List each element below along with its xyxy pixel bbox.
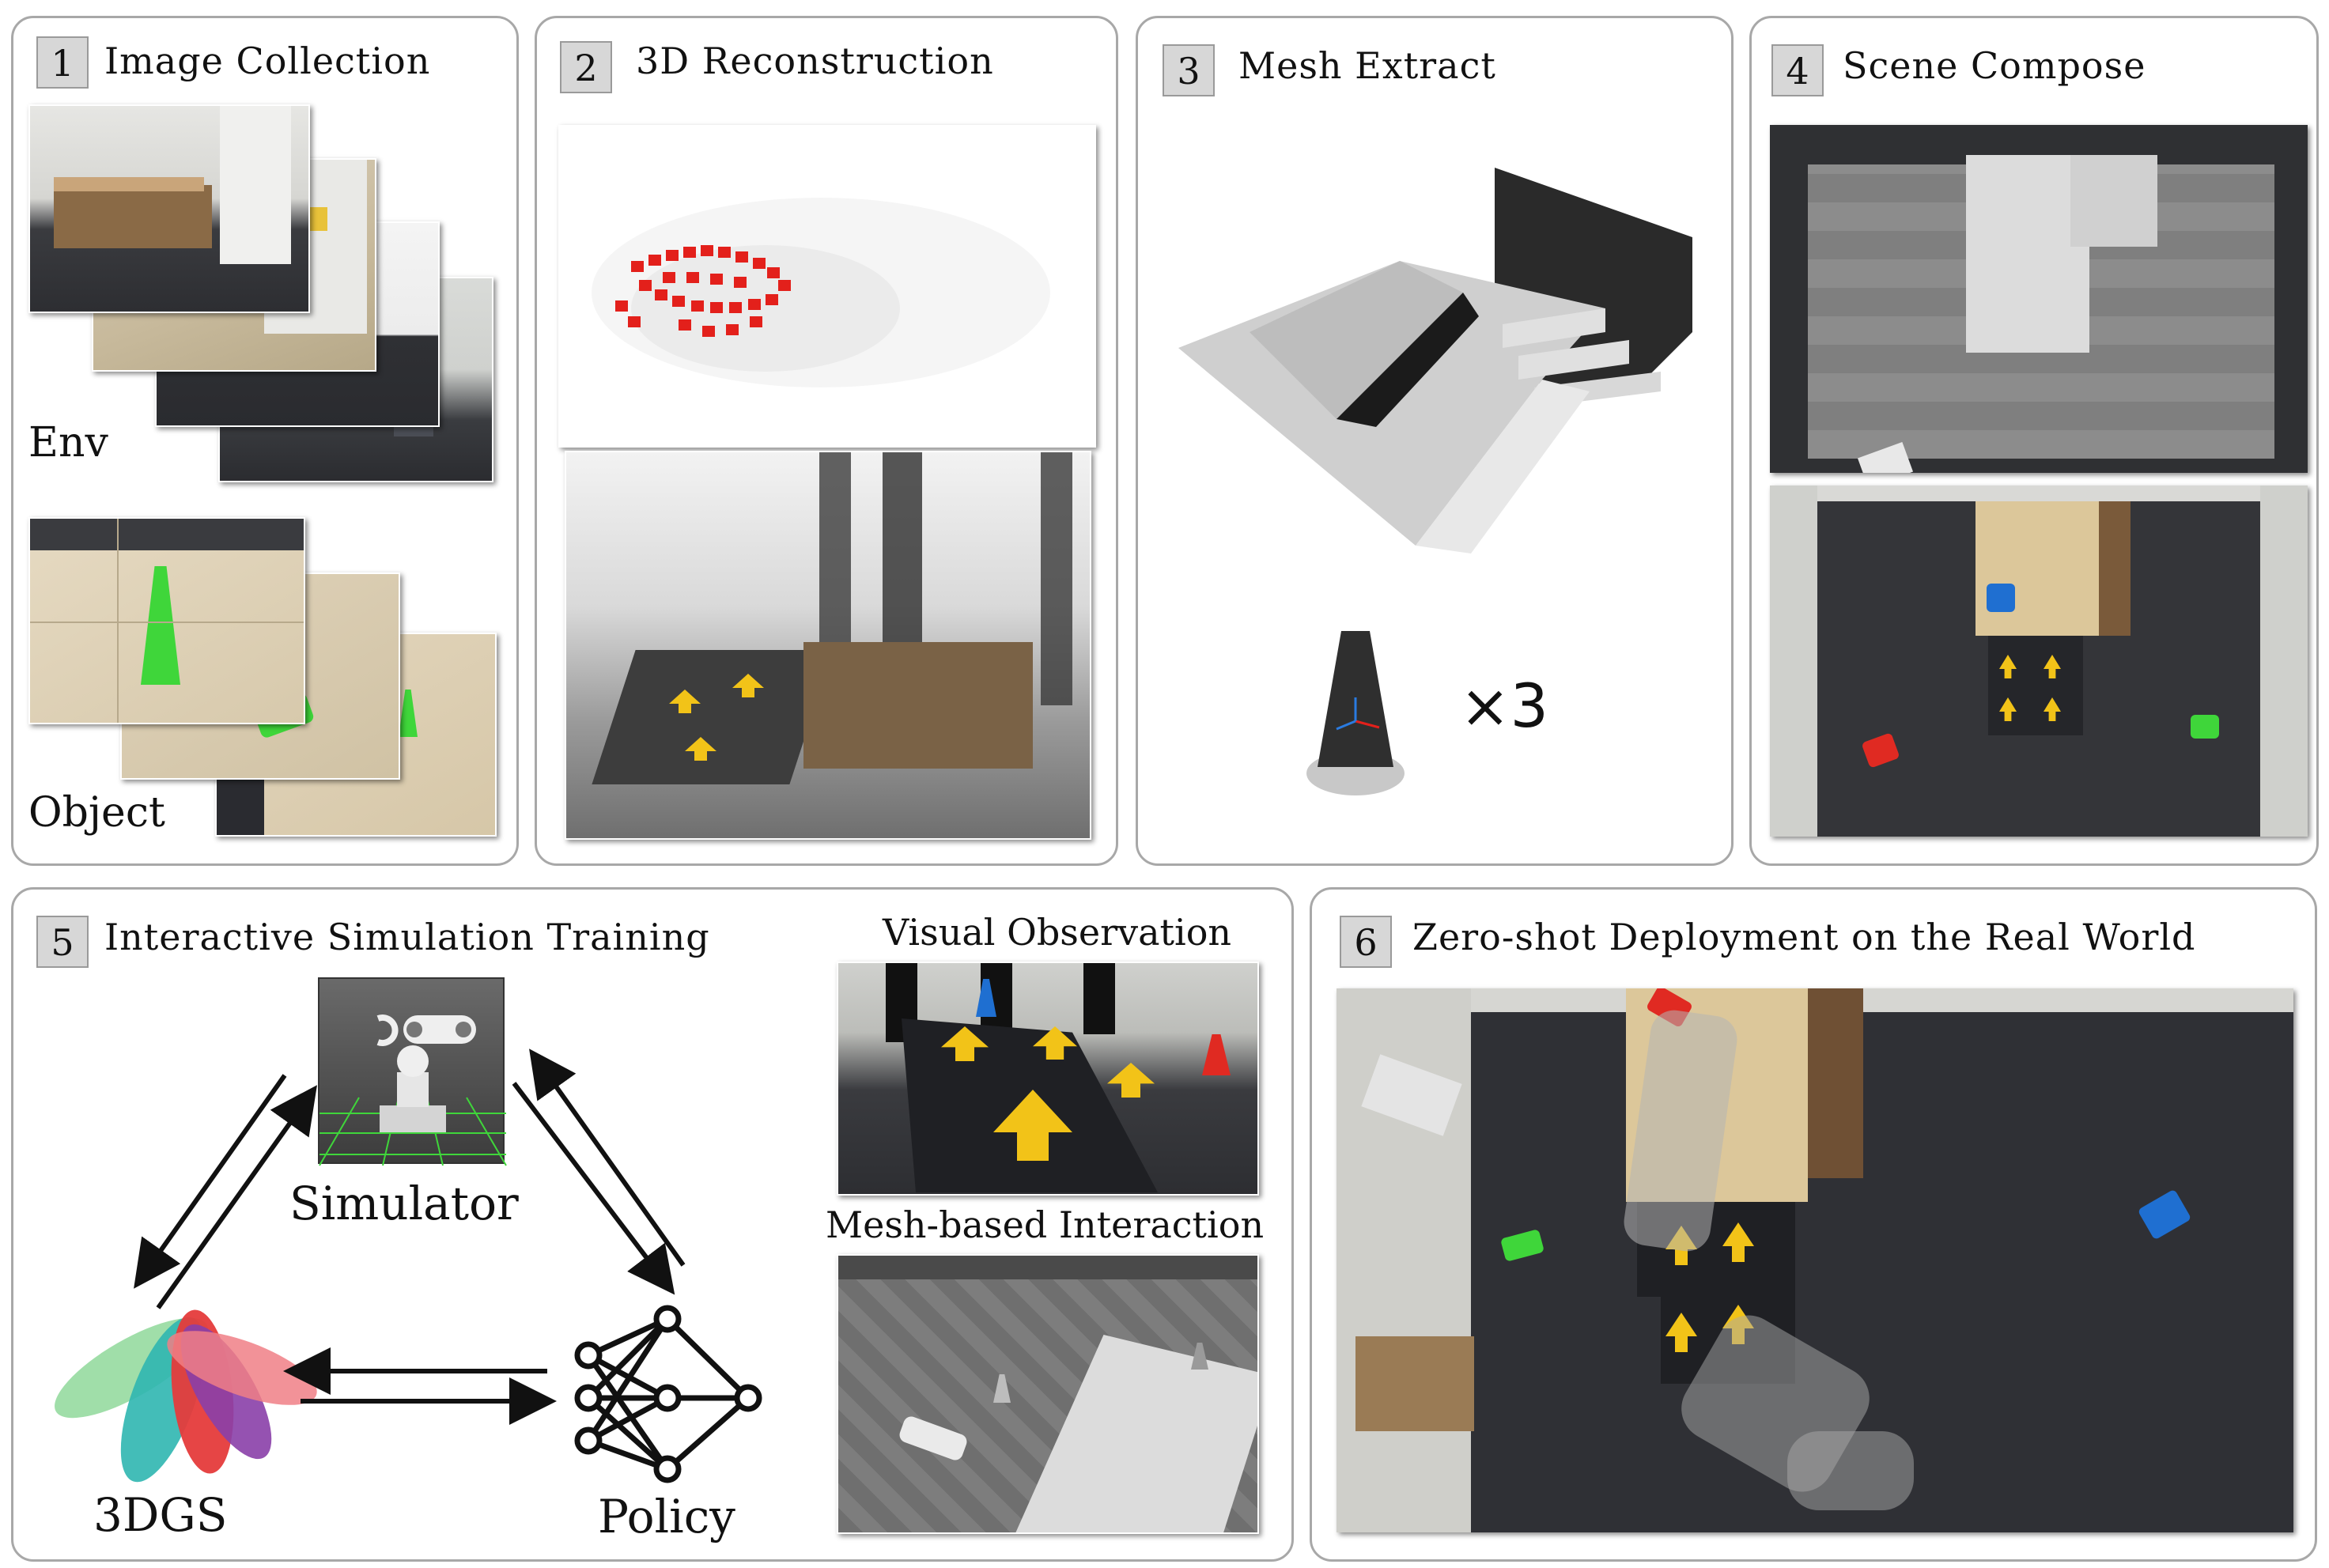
step-number: 1	[36, 36, 89, 89]
panel-title: Mesh Extract	[1238, 44, 1496, 87]
panel-title: Scene Compose	[1843, 44, 2146, 87]
point-cloud-view	[558, 125, 1096, 448]
3dgs-label: 3DGS	[93, 1488, 228, 1542]
visual-observation-label: Visual Observation	[883, 911, 1232, 954]
simulated-scene-topdown	[1770, 125, 2308, 473]
step-number: 2	[560, 41, 612, 93]
policy-label: Policy	[598, 1490, 735, 1543]
panel-title: 3D Reconstruction	[636, 40, 994, 82]
panel-title: Interactive Simulation Training	[104, 916, 710, 958]
object-label: Object	[28, 789, 165, 837]
env-label: Env	[28, 419, 108, 467]
gaussian-render-view	[565, 451, 1091, 840]
step-number: 3	[1163, 44, 1215, 96]
panel-title: Zero-shot Deployment on the Real World	[1412, 916, 2196, 958]
cone-multiplier: ×3	[1460, 671, 1549, 741]
3dgs-icon	[55, 1309, 317, 1483]
step-number: 6	[1340, 916, 1392, 968]
object-photo	[28, 517, 305, 724]
simulator-label: Simulator	[289, 1177, 519, 1230]
cycle-arrows	[134, 1048, 686, 1425]
step-number: 4	[1771, 44, 1824, 96]
simulator-icon	[318, 977, 507, 1166]
mesh-interaction-image	[837, 1254, 1259, 1534]
policy-network-icon	[574, 1305, 762, 1483]
point-cloud-graphic	[592, 198, 1050, 387]
environment-mesh	[1178, 168, 1692, 554]
cone-mesh	[1306, 631, 1405, 795]
panel-title: Image Collection	[104, 40, 431, 82]
real-scene-topdown	[1770, 486, 2308, 837]
mesh-interaction-label: Mesh-based Interaction	[826, 1203, 1265, 1246]
step-number: 5	[36, 916, 89, 968]
env-photo	[28, 104, 310, 313]
visual-observation-image	[837, 962, 1259, 1196]
deployment-topdown-image	[1337, 988, 2293, 1532]
